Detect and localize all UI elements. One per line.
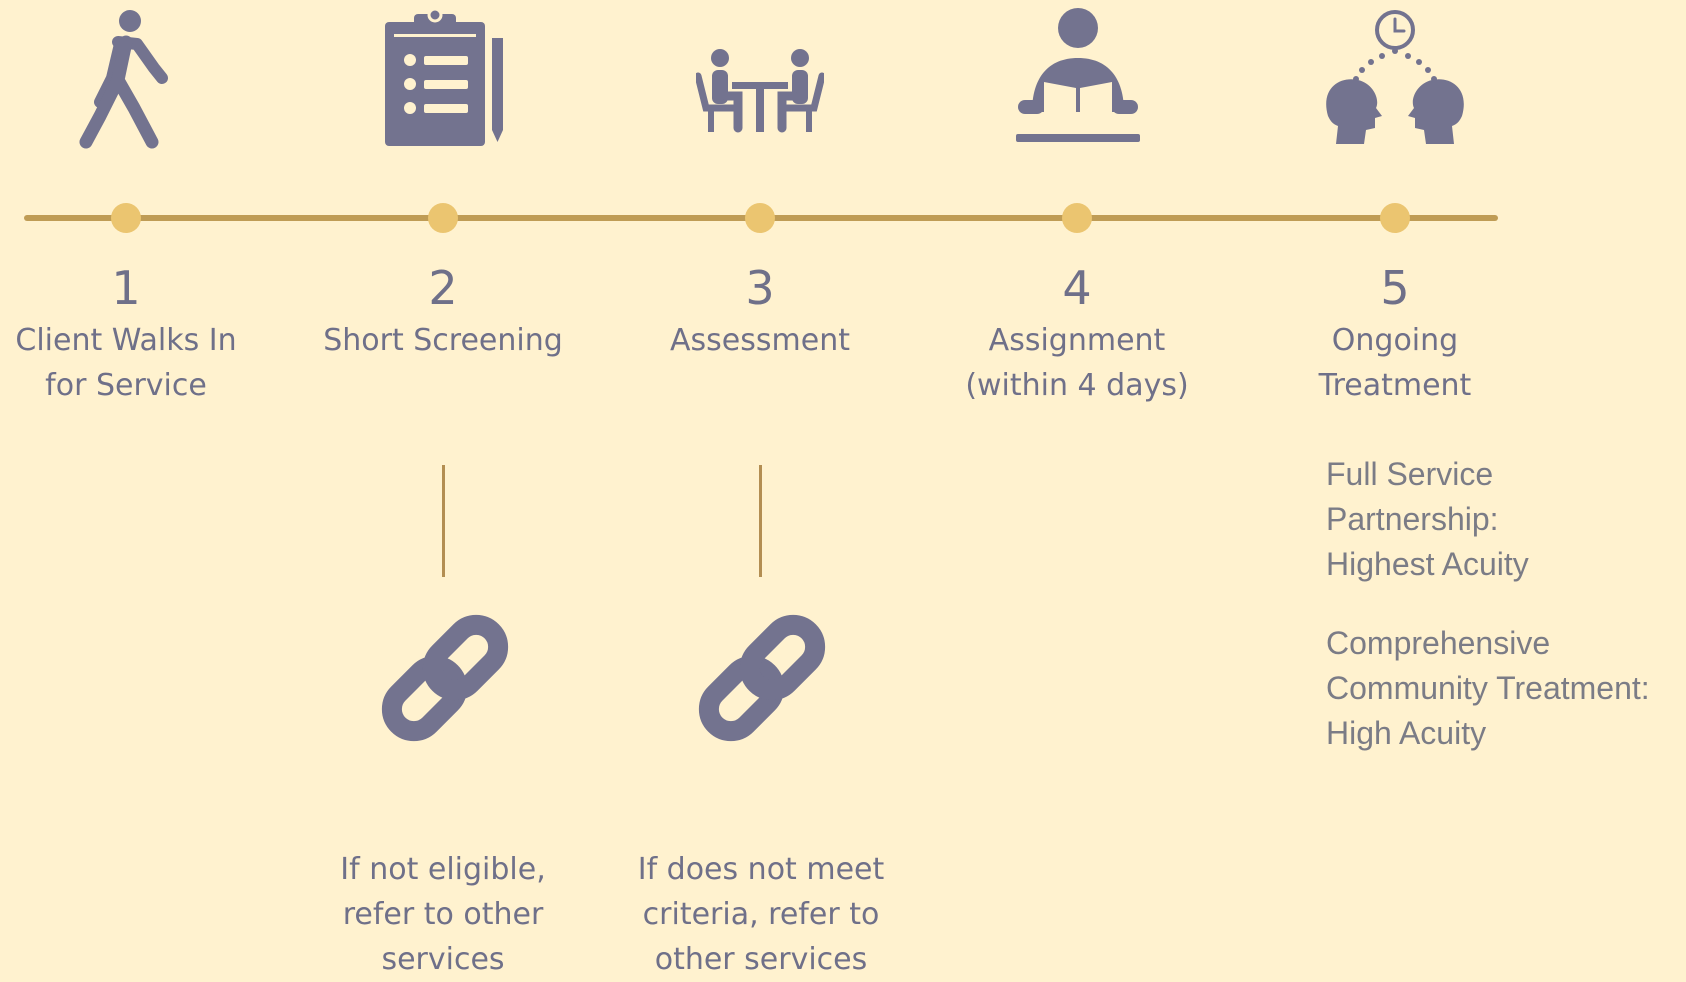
treatment-level-comprehensive: Comprehensive Community Treatment: High …	[1326, 625, 1650, 751]
step-number-1: 1	[111, 261, 141, 315]
clipboard-icon	[384, 8, 506, 148]
treatment-level-full-service: Full Service Partnership: Highest Acuity	[1326, 456, 1529, 582]
connector-step-2	[442, 465, 445, 577]
link-icon	[375, 608, 515, 748]
timeline-dot-5	[1380, 203, 1410, 233]
step-number-3: 3	[745, 261, 775, 315]
referral-note-step-2: If not eligible, refer to other services	[340, 852, 546, 977]
step-label-3: Assessment	[670, 323, 850, 358]
referral-note-step-3: If does not meet criteria, refer to othe…	[637, 852, 885, 977]
step-label-4: Assignment (within 4 days)	[965, 323, 1189, 403]
timeline-dot-2	[428, 203, 458, 233]
step-label-1: Client Walks In for Service	[15, 323, 237, 403]
timeline-dot-1	[111, 203, 141, 233]
step-label-2: Short Screening	[323, 323, 563, 358]
timeline-dot-3	[745, 203, 775, 233]
timeline-dot-4	[1062, 203, 1092, 233]
person-reading-icon	[1014, 8, 1142, 144]
step-number-2: 2	[428, 261, 458, 315]
step-number-4: 4	[1062, 261, 1092, 315]
step-number-5: 5	[1380, 261, 1410, 315]
step-label-5: Ongoing Treatment	[1318, 323, 1472, 403]
walking-person-icon	[78, 8, 172, 150]
link-icon	[692, 608, 832, 748]
meeting-table-icon	[696, 48, 824, 136]
connector-step-3	[759, 465, 762, 577]
heads-clock-icon	[1324, 8, 1466, 148]
